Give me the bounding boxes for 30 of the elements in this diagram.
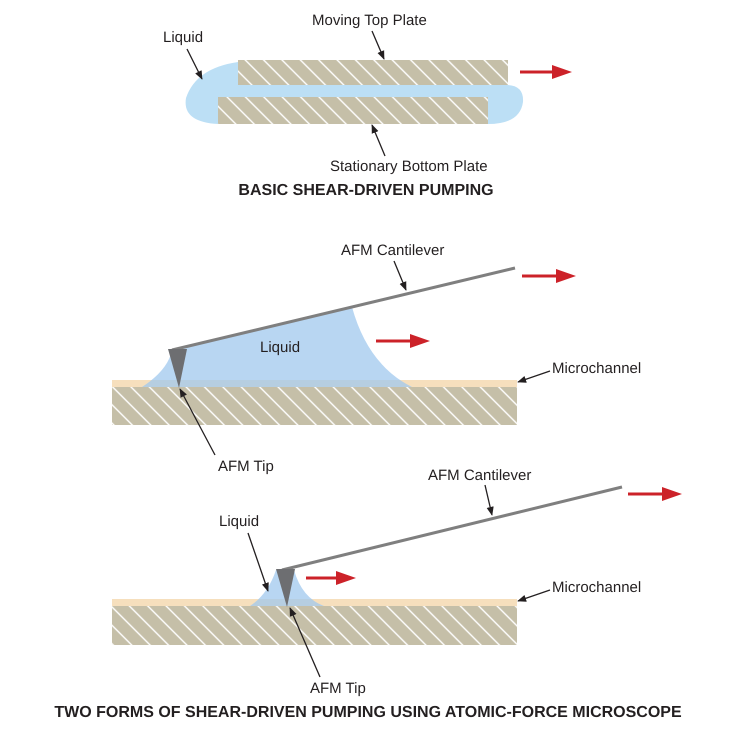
- leader-line: [186, 48, 203, 80]
- part-label: Microchannel: [552, 360, 642, 378]
- part-label: AFM Cantilever: [428, 467, 532, 485]
- part-label: AFM Tip: [310, 680, 366, 698]
- liquid-drop: [186, 62, 524, 124]
- node-label: Liquid: [260, 339, 300, 356]
- substrate: [112, 387, 517, 425]
- liquid-drop: [142, 307, 412, 387]
- leader-line: [371, 124, 386, 156]
- part-label: AFM Tip: [218, 458, 274, 476]
- leader-line: [393, 260, 407, 291]
- leader-line: [289, 607, 321, 678]
- stationary-bottom-plate: [218, 97, 488, 124]
- part-label: Liquid: [163, 29, 204, 47]
- leader-line: [371, 30, 385, 60]
- leader-line: [247, 532, 269, 592]
- figure-caption: TWO FORMS OF SHEAR-DRIVEN PUMPING USING ATOMIC-FORCE MICROSCOPE: [54, 703, 682, 722]
- part-label: Liquid: [219, 513, 260, 531]
- leader-line: [517, 370, 550, 383]
- part-label: Stationary Bottom Plate: [330, 158, 488, 176]
- moving-top-plate: [238, 60, 508, 85]
- part-label: AFM Cantilever: [341, 242, 444, 260]
- substrate: [112, 606, 517, 645]
- cantilever: [282, 486, 622, 572]
- leader-line: [517, 589, 550, 602]
- part-label: Microchannel: [552, 579, 642, 597]
- figure-caption: BASIC SHEAR-DRIVEN PUMPING: [238, 181, 494, 200]
- leader-line: [179, 388, 216, 456]
- leader-line: [484, 484, 494, 516]
- part-label: Moving Top Plate: [312, 12, 427, 30]
